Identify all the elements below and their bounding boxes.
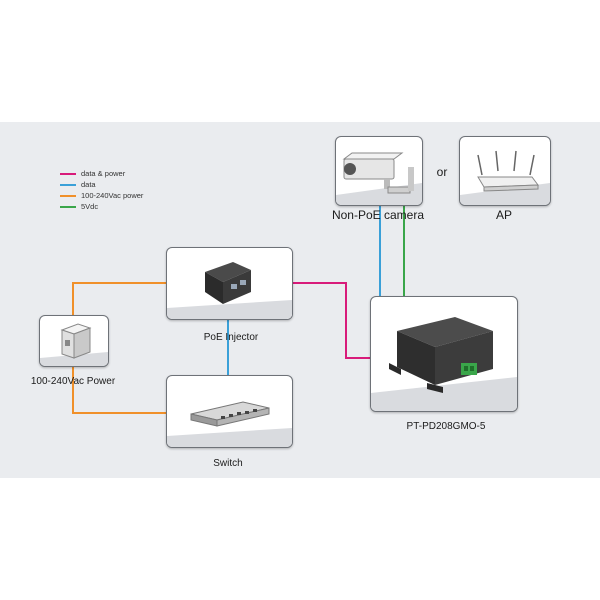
legend-label: data — [81, 180, 96, 189]
power-line-injector — [72, 282, 168, 315]
power-card — [39, 315, 109, 367]
camera-icon — [336, 152, 422, 205]
legend-label: 5Vdc — [81, 202, 99, 211]
injector-card — [166, 247, 293, 320]
splitter-label: PT-PD208GMO-5 — [406, 421, 486, 432]
legend-label: data & power — [81, 169, 126, 178]
switch-label: Switch — [213, 458, 243, 469]
legend-label: 100-240Vac power — [81, 191, 144, 200]
access-point-icon — [460, 150, 550, 205]
power-outlet-icon — [40, 323, 108, 366]
poe-injector-icon — [167, 248, 292, 319]
power-label: 100-240Vac Power — [30, 376, 116, 387]
switch-card — [166, 375, 293, 448]
or-label: or — [436, 165, 448, 179]
poe-line — [291, 282, 372, 359]
ap-card — [459, 136, 551, 206]
legend-swatch — [60, 194, 76, 197]
legend-item: 100-240Vac power — [60, 190, 143, 201]
legend: data & power data 100-240Vac power 5Vdc — [60, 168, 143, 212]
legend-item: 5Vdc — [60, 201, 143, 212]
network-switch-icon — [167, 401, 292, 447]
legend-swatch — [60, 172, 76, 175]
camera-label: Non-PoE camera — [331, 208, 425, 222]
legend-swatch — [60, 183, 76, 186]
ap-label: AP — [495, 208, 512, 222]
camera-card — [335, 136, 423, 206]
legend-item: data & power — [60, 168, 143, 179]
poe-splitter-icon — [371, 317, 517, 411]
legend-swatch — [60, 205, 76, 208]
legend-item: data — [60, 179, 143, 190]
injector-label: PoE Injector — [203, 332, 259, 343]
splitter-card — [370, 296, 518, 412]
power-line-switch — [72, 365, 168, 414]
